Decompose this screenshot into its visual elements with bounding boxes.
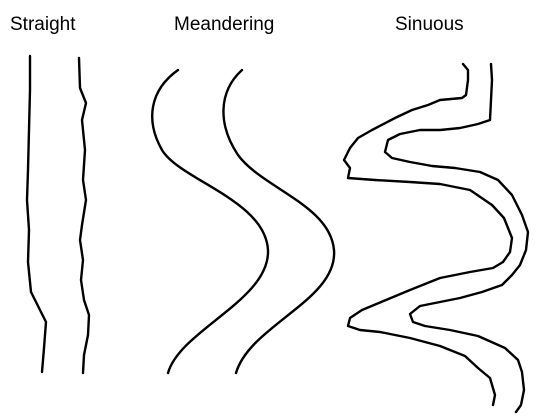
meandering-left-bank bbox=[151, 68, 270, 375]
meandering-right-bank bbox=[222, 68, 336, 375]
sinuous-left-bank bbox=[342, 62, 514, 407]
straight-label: Straight bbox=[10, 14, 76, 35]
meandering-channel bbox=[151, 68, 336, 375]
straight-right-bank bbox=[77, 56, 91, 375]
sinuous-channel bbox=[342, 62, 530, 414]
meandering-label: Meandering bbox=[174, 14, 275, 35]
sinuous-right-bank bbox=[383, 62, 530, 414]
straight-channel bbox=[25, 54, 91, 375]
straight-left-bank bbox=[25, 54, 48, 374]
sinuous-label: Sinuous bbox=[395, 14, 464, 35]
